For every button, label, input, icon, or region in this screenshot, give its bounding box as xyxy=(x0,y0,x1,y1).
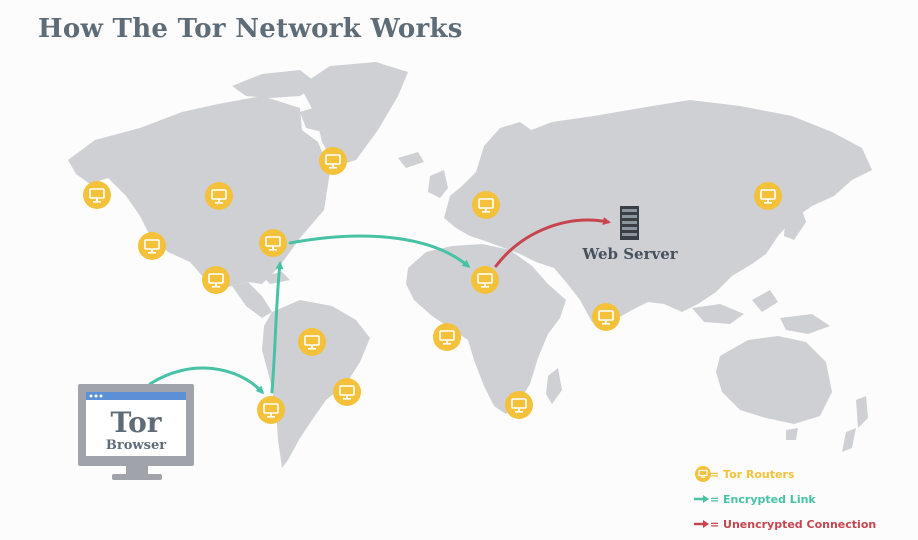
legend-encrypted-arrow-icon xyxy=(694,495,709,503)
legend-router-icon xyxy=(695,466,711,482)
page-title: How The Tor Network Works xyxy=(38,14,463,44)
router-mexico-icon xyxy=(201,265,231,295)
router-chile-icon xyxy=(256,395,286,425)
router-east-us-icon xyxy=(258,228,288,258)
browser-label-browser: Browser xyxy=(106,438,166,453)
router-east-asia-icon xyxy=(753,181,783,211)
router-india-icon xyxy=(591,302,621,332)
router-egypt-icon xyxy=(470,265,500,295)
encrypted-links xyxy=(148,234,471,395)
legend-routers-label: = Tor Routers xyxy=(710,468,795,481)
legend-encrypted-label: = Encrypted Link xyxy=(710,493,816,506)
router-canada-icon xyxy=(204,181,234,211)
encrypted-link-usa-to-egypt xyxy=(288,234,471,268)
router-alaska-icon xyxy=(82,180,112,210)
router-brazil-north-icon xyxy=(297,327,327,357)
unencrypted-links xyxy=(494,217,611,268)
encrypted-link-chile-to-usa xyxy=(270,261,284,394)
router-south-africa-icon xyxy=(504,390,534,420)
server-rack-icon xyxy=(620,206,639,240)
router-california-icon xyxy=(137,231,167,261)
router-greenland-icon xyxy=(318,146,348,176)
continents xyxy=(68,62,872,468)
encrypted-link-browser-to-chile xyxy=(148,366,265,395)
unencrypted-link-egypt-to-server xyxy=(494,217,611,268)
router-europe-icon xyxy=(471,190,501,220)
browser-label-tor: Tor xyxy=(110,406,162,439)
router-west-africa-icon xyxy=(432,322,462,352)
legend-unencrypted-label: = Unencrypted Connection xyxy=(710,518,877,531)
computer-monitor-icon xyxy=(78,384,194,480)
router-brazil-east-icon xyxy=(332,377,362,407)
legend-unencrypted-arrow-icon xyxy=(694,520,709,528)
server-label: Web Server xyxy=(581,245,678,263)
